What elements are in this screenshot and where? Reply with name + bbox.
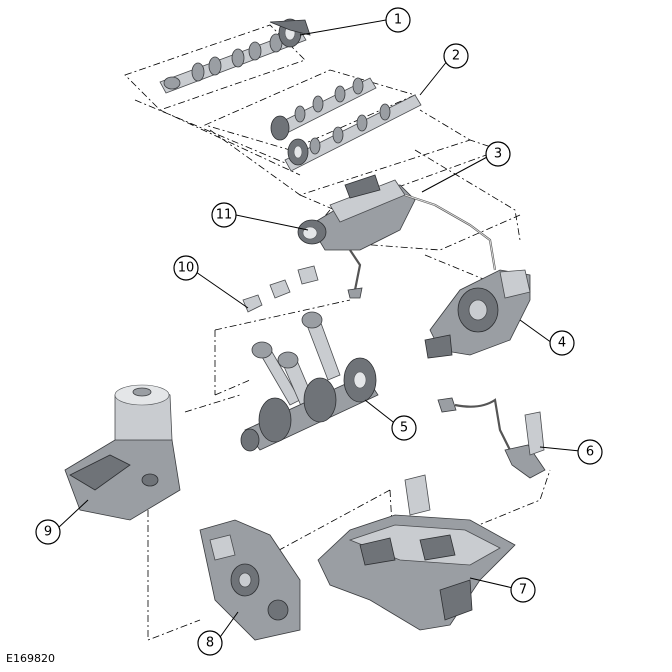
callout-1: 1 [385, 7, 411, 33]
high-pressure-fuel-pump-icon [424, 269, 531, 359]
callout-label: 4 [558, 336, 566, 351]
callout-label: 5 [400, 421, 408, 436]
sensor-icon [437, 397, 546, 479]
callout-3: 3 [485, 141, 511, 167]
callout-9: 9 [35, 519, 61, 545]
callout-label: 2 [452, 49, 460, 64]
intake-camshaft-icon [270, 77, 422, 172]
callout-label: 7 [519, 583, 527, 598]
leader-lines [57, 19, 581, 641]
callout-label: 10 [178, 261, 195, 276]
crankshaft-icon [240, 311, 379, 452]
callout-label: 6 [586, 445, 594, 460]
callout-label: 9 [44, 525, 52, 540]
exhaust-camshaft-icon [159, 18, 311, 94]
oil-pan-icon [317, 474, 516, 631]
callout-4: 4 [549, 330, 575, 356]
turbocharger-icon [297, 174, 497, 299]
oil-filter-housing-icon [64, 384, 181, 521]
callout-label: 3 [494, 147, 502, 162]
callout-10: 10 [173, 255, 199, 281]
oil-pump-icon [199, 519, 301, 641]
callout-2: 2 [443, 43, 469, 69]
callout-8: 8 [197, 630, 223, 656]
callout-7: 7 [510, 577, 536, 603]
bearing-cap-icon [242, 265, 319, 313]
callout-11: 11 [211, 202, 237, 228]
callout-5: 5 [391, 415, 417, 441]
callout-6: 6 [577, 439, 603, 465]
callout-label: 11 [216, 208, 233, 223]
callout-label: 8 [206, 636, 214, 651]
reference-code: E169820 [6, 652, 55, 665]
callout-label: 1 [394, 13, 402, 28]
